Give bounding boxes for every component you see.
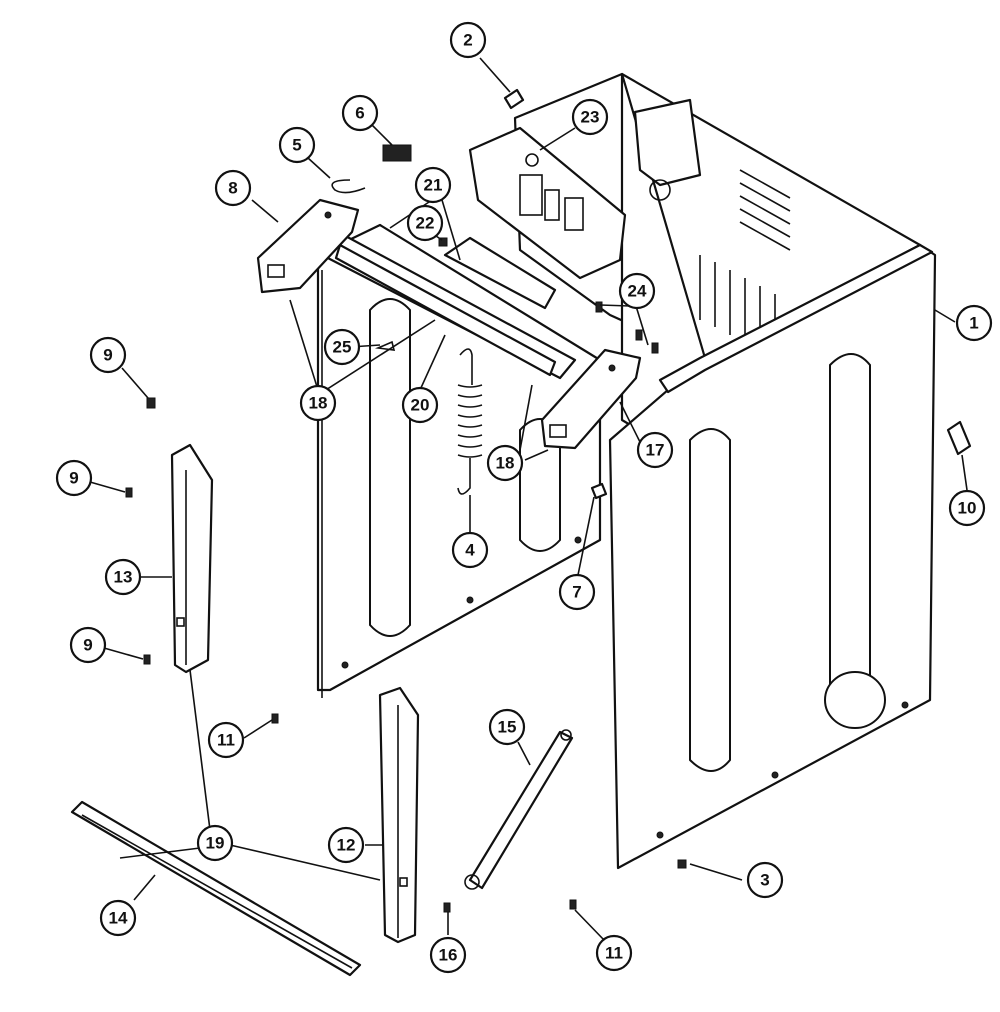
switch-bracket <box>443 236 557 310</box>
svg-text:18: 18 <box>496 454 515 473</box>
svg-text:24: 24 <box>628 282 647 301</box>
svg-text:9: 9 <box>69 469 78 488</box>
callout-4: 4 <box>451 531 489 569</box>
callout-6: 6 <box>341 94 379 132</box>
left-corner-bracket <box>256 198 360 294</box>
callout-18-left: 18 <box>299 384 337 422</box>
callout-9-top: 9 <box>89 336 127 374</box>
callout-16: 16 <box>429 936 467 974</box>
svg-text:21: 21 <box>424 176 443 195</box>
svg-text:11: 11 <box>217 731 235 750</box>
svg-text:7: 7 <box>572 583 581 602</box>
callout-9-bottom: 9 <box>69 626 107 664</box>
callout-24: 24 <box>618 272 656 310</box>
svg-text:22: 22 <box>416 214 435 233</box>
callout-10: 10 <box>948 489 986 527</box>
svg-text:6: 6 <box>355 104 364 123</box>
svg-text:17: 17 <box>646 441 665 460</box>
svg-text:2: 2 <box>463 31 472 50</box>
callout-2: 2 <box>449 21 487 59</box>
svg-text:9: 9 <box>103 346 112 365</box>
support-strap <box>464 729 574 890</box>
callout-1: 1 <box>955 304 993 342</box>
callout-9-middle: 9 <box>55 459 93 497</box>
svg-text:20: 20 <box>411 396 430 415</box>
svg-text:3: 3 <box>760 871 769 890</box>
svg-text:1: 1 <box>969 314 978 333</box>
callout-20: 20 <box>401 386 439 424</box>
cabinet <box>513 72 937 870</box>
callout-22: 22 <box>406 204 444 242</box>
callout-12: 12 <box>327 826 365 864</box>
svg-text:15: 15 <box>498 718 517 737</box>
callout-11-left: 11 <box>207 721 245 759</box>
svg-text:12: 12 <box>337 836 356 855</box>
callout-3: 3 <box>746 861 784 899</box>
callout-15: 15 <box>488 708 526 746</box>
svg-text:8: 8 <box>228 179 237 198</box>
callout-8: 8 <box>214 169 252 207</box>
svg-text:11: 11 <box>605 944 623 963</box>
callout-25: 25 <box>323 328 361 366</box>
svg-text:14: 14 <box>109 909 128 928</box>
callout-17: 17 <box>636 431 674 469</box>
leader-lines <box>89 57 968 941</box>
callout-21: 21 <box>414 166 452 204</box>
front-vertical-rail <box>378 686 420 944</box>
callout-23: 23 <box>571 98 609 136</box>
svg-text:5: 5 <box>292 136 301 155</box>
left-vertical-rail <box>170 443 214 674</box>
svg-text:10: 10 <box>958 499 977 518</box>
callout-5: 5 <box>278 126 316 164</box>
svg-text:16: 16 <box>439 946 458 965</box>
right-corner-bracket <box>540 348 642 450</box>
front-panel <box>316 223 602 698</box>
callout-18-right: 18 <box>486 444 524 482</box>
svg-text:25: 25 <box>333 338 352 357</box>
svg-text:13: 13 <box>114 568 133 587</box>
callout-14: 14 <box>99 899 137 937</box>
toe-panel <box>70 800 362 977</box>
svg-text:4: 4 <box>465 541 475 560</box>
svg-text:19: 19 <box>206 834 225 853</box>
callout-19: 19 <box>196 824 234 862</box>
svg-text:18: 18 <box>309 394 328 413</box>
spring <box>457 348 483 495</box>
callout-11-right: 11 <box>595 934 633 972</box>
svg-text:9: 9 <box>83 636 92 655</box>
callout-7: 7 <box>558 573 596 611</box>
svg-text:23: 23 <box>581 108 600 127</box>
control-housing <box>468 126 627 280</box>
callout-13: 13 <box>104 558 142 596</box>
